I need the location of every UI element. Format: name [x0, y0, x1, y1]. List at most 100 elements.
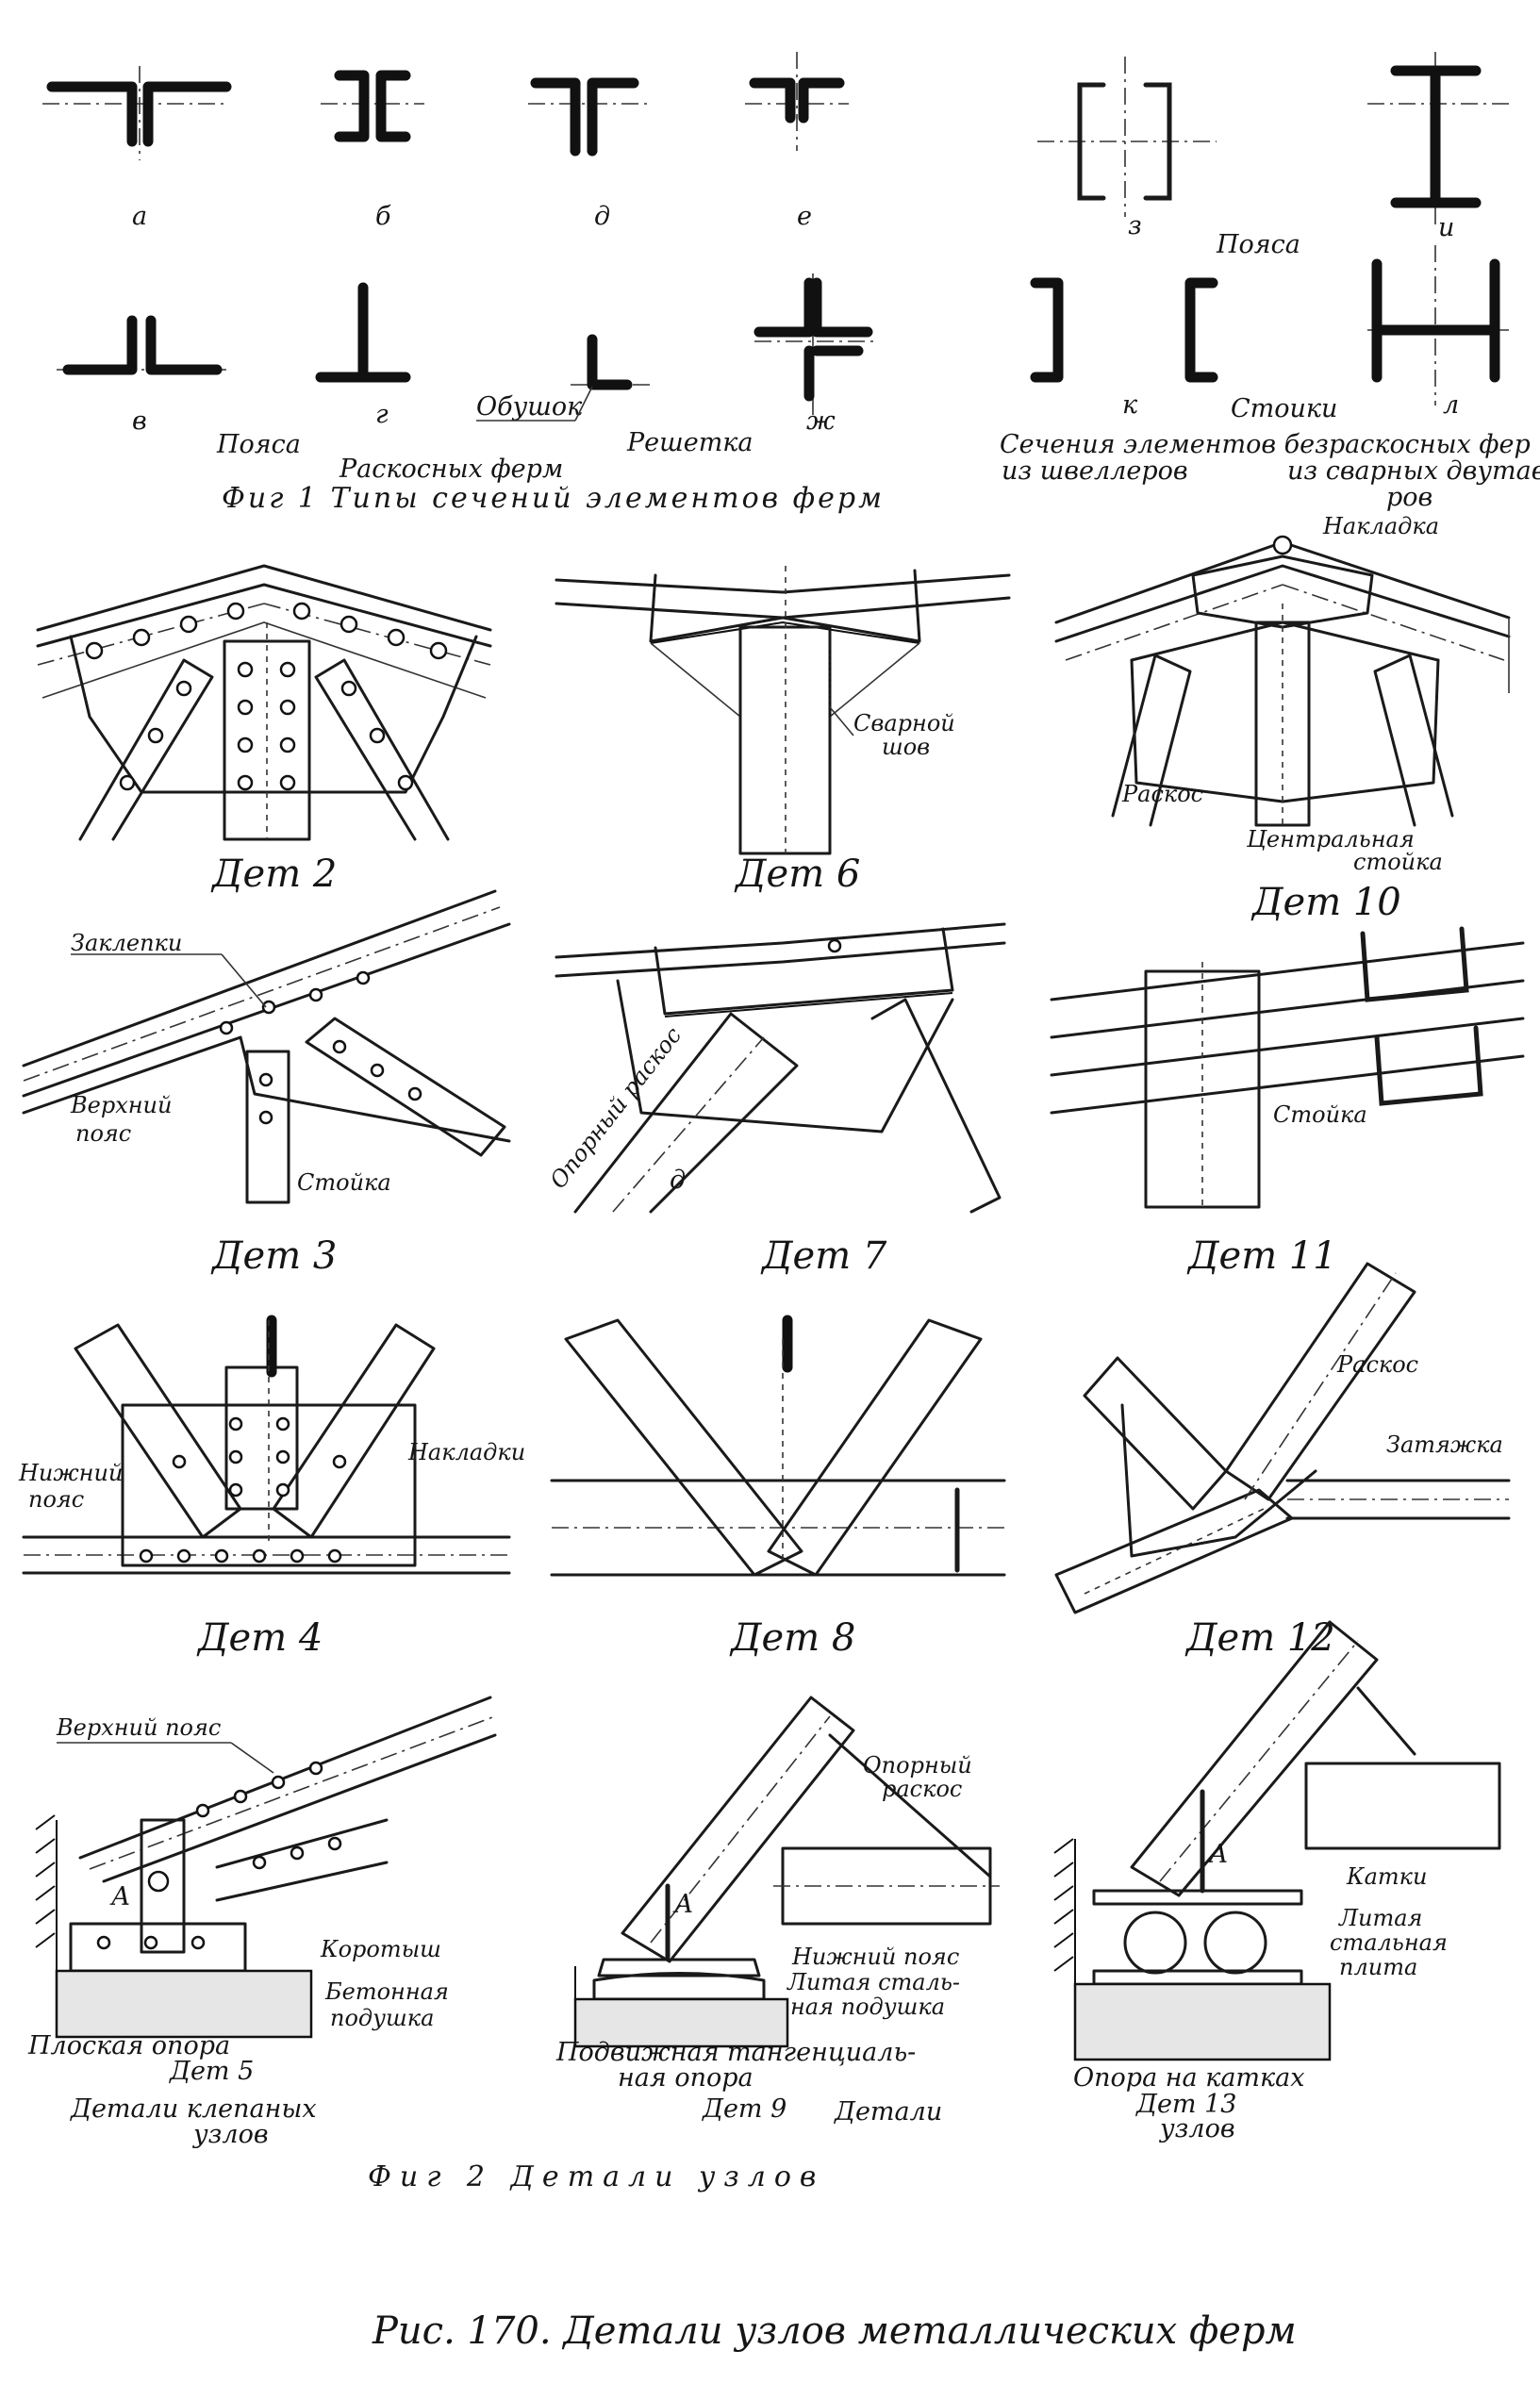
section-a: [42, 66, 232, 160]
section-d: [528, 77, 651, 157]
det13-uzlov: узлов: [1159, 2114, 1235, 2143]
det6-caption: Дет 6: [734, 852, 860, 896]
section-v: [57, 315, 226, 375]
det11-stoyka: Стойка: [1273, 1101, 1367, 1128]
det12-drawing: [1054, 1262, 1511, 1614]
det12-raskos: Раскос: [1336, 1351, 1418, 1378]
det7-drawing: [555, 922, 1006, 1214]
det2-caption: Дет 2: [210, 852, 337, 896]
det6-shov: шов: [882, 734, 930, 760]
det9-litaya-stal: Литая сталь-: [787, 1969, 960, 1995]
det5-verhniy-poyas: Верхний пояс: [56, 1714, 221, 1741]
fig1-labels: а б д е з и Пояса в г ж к л Обушок Стоик…: [132, 202, 1540, 515]
section-zh: [753, 273, 877, 415]
det4-nakladki: Накладки: [407, 1439, 525, 1465]
letter-i: и: [1438, 213, 1454, 242]
label-raskosnyh: Раскосных ферм: [339, 455, 563, 484]
det13-litaya: Литая: [1338, 1905, 1422, 1931]
det12-zatyazhka: Затяжка: [1386, 1431, 1503, 1458]
det8-drawing: [550, 1315, 1006, 1577]
det9-raskos: раскос: [882, 1776, 962, 1802]
det13-letter-a: А: [1207, 1840, 1228, 1869]
section-g: [315, 282, 411, 383]
section-i: [1367, 52, 1509, 226]
label-rov: ров: [1386, 483, 1432, 512]
det10-centralnaya: Центральная: [1246, 826, 1415, 852]
section-b: [321, 70, 424, 142]
det13-opora-na-katkah: Опора на катках: [1073, 2063, 1304, 2093]
det10-caption: Дет 10: [1250, 881, 1401, 924]
letter-e: е: [797, 202, 812, 231]
det9-podvizhnaya: Подвижная тангенциаль-: [555, 2038, 916, 2067]
det9-drawing: [573, 1696, 1000, 2048]
det10-nakladka: Накладка: [1322, 513, 1439, 539]
det10-drawing: [1054, 535, 1511, 827]
section-obushok: [571, 334, 651, 390]
det5-rivets: [96, 1761, 342, 1950]
det3-drawing: [22, 889, 511, 1204]
det13-plita: плита: [1339, 1954, 1417, 1980]
det4-rivets: [139, 1416, 347, 1564]
det5-letter-a: А: [109, 1882, 130, 1911]
det9-naya-podushka: ная подушка: [790, 1994, 945, 2020]
letter-z: з: [1128, 211, 1142, 240]
letter-l: л: [1443, 390, 1459, 420]
det7-caption: Дет 7: [760, 1234, 887, 1278]
det6-svarnoy: Сварной: [853, 710, 955, 736]
det9-letter-a: А: [672, 1890, 693, 1919]
det5-wall-hatch: [35, 1814, 56, 1948]
det9-caption: Дет 9: [702, 2094, 787, 2124]
det7-letter-d: д: [670, 1166, 686, 1195]
det5-korotysh: Коротыш: [320, 1936, 441, 1962]
det5-uzlov: узлов: [192, 2120, 269, 2149]
label-secheniya: Сечения элементов безраскосных фер: [1000, 430, 1531, 459]
label-iz-svarnyh: из сварных двутав: [1287, 456, 1540, 486]
det13-wall-hatch: [1053, 1838, 1074, 1972]
label-iz-shvellerov: из швеллеров: [1002, 456, 1188, 486]
letter-d: д: [594, 202, 610, 231]
det2-rivets: [85, 602, 448, 791]
letter-a: а: [132, 202, 147, 231]
letter-k: к: [1122, 390, 1138, 420]
fig2-caption: Фиг 2 Детали узлов: [368, 2160, 824, 2193]
label-stoyki: Стоики: [1231, 394, 1337, 423]
fig1-caption: Фиг 1 Типы сечений элементов ферм: [222, 482, 885, 515]
det3-poyas: пояс: [75, 1120, 131, 1147]
det3-rivets: [219, 970, 422, 1125]
label-obushok: Обушок: [476, 392, 583, 422]
section-e: [745, 52, 849, 151]
det9-opornyy: Опорный: [863, 1752, 972, 1779]
label-reshetka: Решетка: [626, 428, 753, 457]
det11-caption: Дет 11: [1186, 1234, 1337, 1278]
det4-nizhniy: Нижний: [18, 1460, 123, 1486]
det3-verhniy: Верхний: [70, 1092, 172, 1118]
letter-b: б: [375, 202, 391, 231]
section-l: [1367, 245, 1514, 405]
label-poyasa-right: Пояса: [1216, 230, 1300, 259]
det9-naya-opora: ная опора: [618, 2063, 753, 2093]
det5-caption: Дет 5: [169, 2057, 254, 2086]
section-k: [1030, 277, 1218, 383]
det5-podushka: подушка: [330, 2005, 434, 2031]
det12-caption: Дет 12: [1184, 1616, 1335, 1660]
det5-ploskaya-opora: Плоская опора: [27, 2031, 230, 2060]
det7-opornyy-raskos: Опорный раскос: [545, 1022, 687, 1194]
det3-caption: Дет 3: [210, 1234, 337, 1278]
letter-v: в: [132, 406, 147, 436]
det8-caption: Дет 8: [729, 1616, 855, 1660]
det3-stoyka: Стойка: [297, 1169, 391, 1196]
det13-stalnaya: стальная: [1330, 1929, 1448, 1956]
page-caption: Рис. 170. Детали узлов металлических фер…: [372, 2309, 1297, 2353]
det9-detali: Детали: [834, 2097, 942, 2126]
fig1-sections: [42, 52, 1514, 415]
letter-zh: ж: [806, 406, 836, 436]
det13-katki: Катки: [1346, 1863, 1427, 1890]
letter-g: г: [375, 400, 389, 429]
det9-nizhniy-poyas: Нижний пояс: [791, 1944, 959, 1970]
det13-drawing: [1053, 1620, 1501, 2061]
det5-betonnaya: Бетонная: [324, 1978, 449, 2005]
det6-drawing: [555, 566, 1011, 855]
det10-stoyka: стойка: [1353, 849, 1443, 875]
det4-caption: Дет 4: [196, 1616, 323, 1660]
